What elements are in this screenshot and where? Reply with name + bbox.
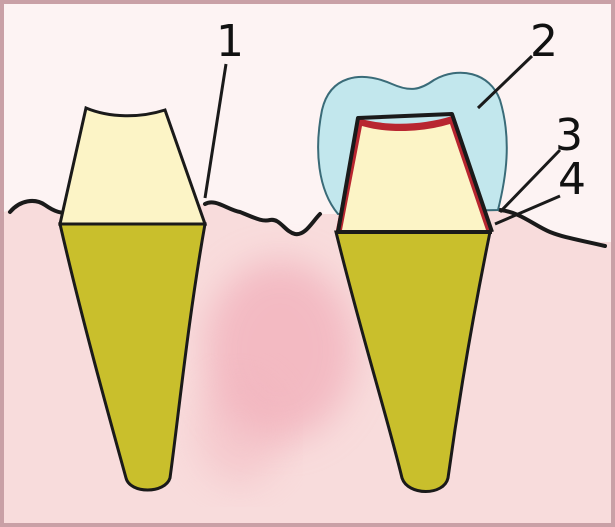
label-4: 4 (558, 154, 586, 205)
label-2: 2 (530, 16, 558, 67)
gum-blush-2 (195, 375, 285, 485)
label-1: 1 (216, 16, 244, 67)
